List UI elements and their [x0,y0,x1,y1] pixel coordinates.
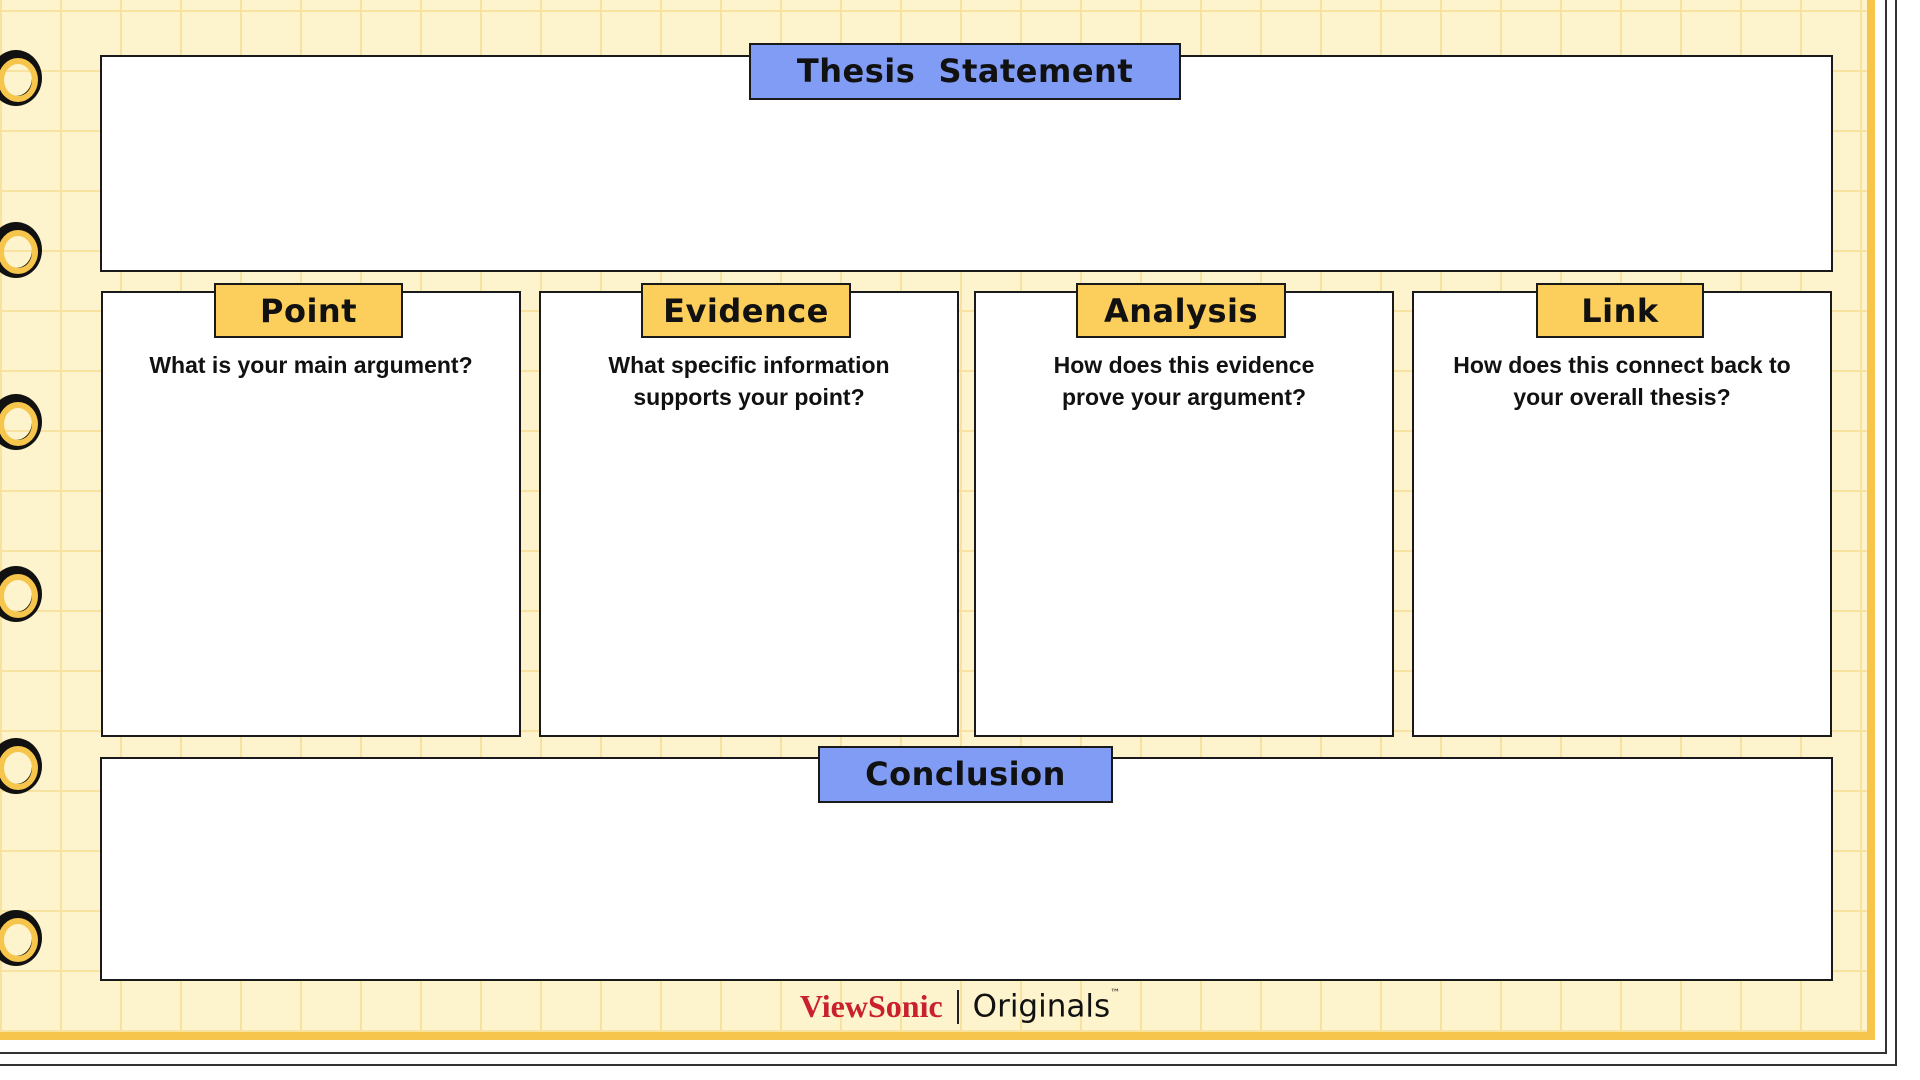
binder-ring-icon [0,222,42,278]
link-label: Link [1536,283,1704,338]
page-edge-bottom [0,1052,1887,1054]
viewsonic-logo: ViewSonic [799,988,943,1024]
thesis-label: Thesis Statement [749,43,1181,100]
footer-branding: ViewSonic Originals™ [0,988,1920,1028]
page-edge-right-2 [1895,0,1897,1066]
binder-ring-icon [0,50,42,106]
binder-ring-icon [0,394,42,450]
link-prompt: How does this connect back to your overa… [1453,352,1791,410]
page-edge-bottom-2 [0,1064,1897,1066]
point-prompt: What is your main argument? [149,352,473,378]
point-box[interactable] [101,291,521,737]
analysis-label: Analysis [1076,283,1286,338]
conclusion-label: Conclusion [818,746,1113,803]
binder-ring-icon [0,566,42,622]
binder-ring-icon [0,738,42,794]
evidence-label: Evidence [641,283,851,338]
originals-wordmark: Originals [972,988,1111,1025]
analysis-box[interactable] [974,291,1394,737]
evidence-prompt: What specific information supports your … [608,352,890,410]
page-edge-right [1885,0,1887,1054]
point-label: Point [214,283,403,338]
link-box[interactable] [1412,291,1832,737]
evidence-box[interactable] [539,291,959,737]
binder-ring-icon [0,910,42,966]
analysis-prompt: How does this evidence prove your argume… [1053,352,1315,410]
footer-separator [956,989,959,1024]
trademark-mark: ™ [1110,988,1121,999]
